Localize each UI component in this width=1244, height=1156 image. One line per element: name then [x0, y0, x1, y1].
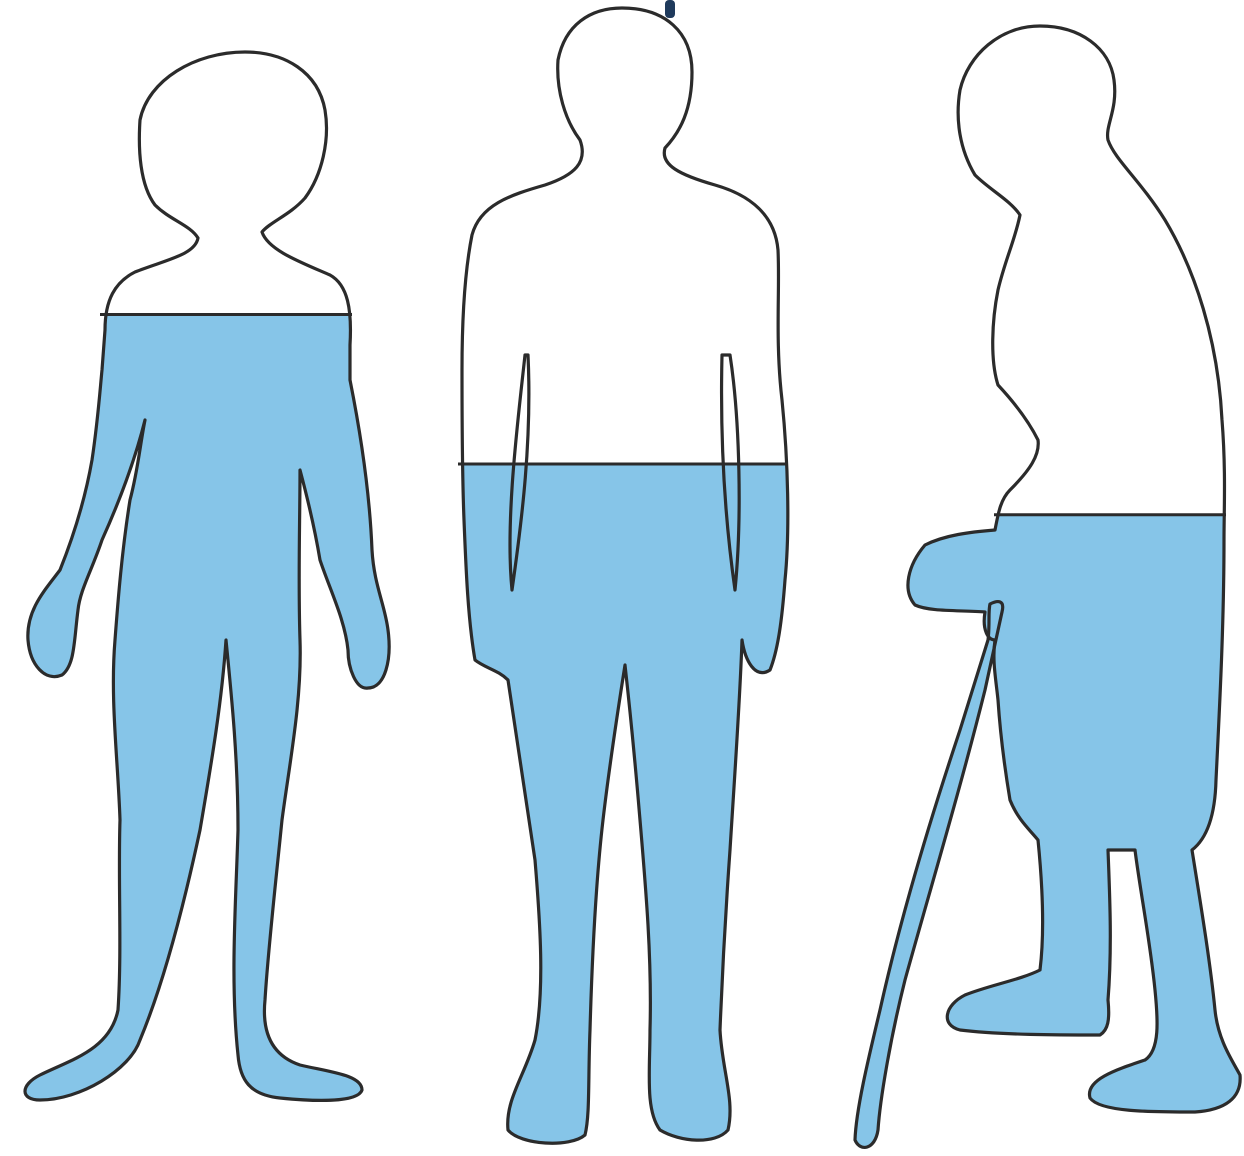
- top-mark: [665, 0, 675, 18]
